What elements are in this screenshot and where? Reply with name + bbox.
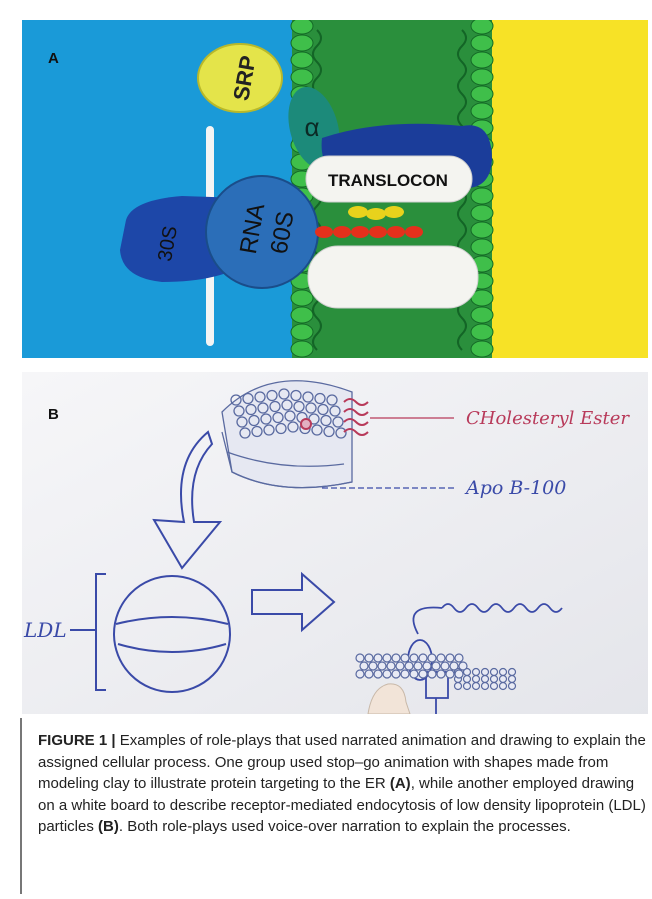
membrane-head bbox=[378, 662, 386, 670]
lipid-head bbox=[471, 307, 493, 323]
membrane-head bbox=[356, 670, 364, 678]
membrane-head bbox=[383, 670, 391, 678]
membrane-head bbox=[441, 662, 449, 670]
membrane-head bbox=[387, 662, 395, 670]
lipid-head bbox=[291, 20, 313, 34]
membrane-head bbox=[396, 662, 404, 670]
cholesteryl-label: CHolesteryl Ester bbox=[466, 408, 630, 429]
membrane-head bbox=[455, 683, 462, 690]
ribosome-clay: RNA 60S bbox=[206, 176, 318, 288]
lipid-head bbox=[471, 86, 493, 102]
alpha-label: α bbox=[304, 112, 319, 142]
lipid-head bbox=[471, 103, 493, 119]
membrane-head bbox=[464, 683, 471, 690]
lipid-head bbox=[471, 188, 493, 204]
membrane-head bbox=[419, 670, 427, 678]
membrane-head bbox=[509, 683, 516, 690]
membrane-head bbox=[414, 662, 422, 670]
membrane-head bbox=[446, 670, 454, 678]
membrane-head bbox=[500, 676, 507, 683]
membrane-head bbox=[432, 662, 440, 670]
ldl-particle-section bbox=[222, 381, 352, 488]
clay-animation-photo: SRP α 30S RNA 60S TRANSLOCON bbox=[22, 20, 648, 358]
membrane-head bbox=[437, 670, 445, 678]
lipid-head bbox=[471, 69, 493, 85]
lipid-head bbox=[291, 341, 313, 357]
lipid-head bbox=[291, 35, 313, 51]
membrane-head bbox=[509, 676, 516, 683]
panel-a-letter: A bbox=[48, 50, 59, 67]
membrane-head bbox=[450, 662, 458, 670]
figure-label: FIGURE 1 | bbox=[38, 732, 116, 749]
panel-b-ref: (B) bbox=[98, 818, 119, 835]
lipid-head bbox=[471, 35, 493, 51]
lipid-head bbox=[471, 324, 493, 340]
membrane-head bbox=[473, 669, 480, 676]
panel-b-letter: B bbox=[48, 406, 59, 423]
lipid-head bbox=[471, 239, 493, 255]
membrane-head bbox=[383, 654, 391, 662]
membrane-head bbox=[360, 662, 368, 670]
membrane-head bbox=[369, 662, 377, 670]
ldl-label: LDL bbox=[23, 618, 67, 642]
membrane-head bbox=[392, 654, 400, 662]
lipid-head bbox=[291, 52, 313, 68]
membrane-head bbox=[482, 669, 489, 676]
whiteboard-drawing-photo: CHolesteryl Ester Apo B-100 LDL bbox=[22, 372, 648, 714]
membrane-head bbox=[405, 662, 413, 670]
membrane-head bbox=[482, 683, 489, 690]
membrane-head bbox=[365, 654, 373, 662]
lipid-head bbox=[291, 69, 313, 85]
panel-a-ref: (A) bbox=[390, 775, 411, 792]
membrane-head bbox=[459, 662, 467, 670]
membrane-head bbox=[419, 654, 427, 662]
figure-caption-box: FIGURE 1 | Examples of role-plays that u… bbox=[20, 718, 650, 894]
membrane-head bbox=[374, 654, 382, 662]
membrane-head bbox=[410, 654, 418, 662]
membrane-head bbox=[482, 676, 489, 683]
membrane-head bbox=[509, 669, 516, 676]
membrane-head bbox=[437, 654, 445, 662]
membrane-head bbox=[491, 683, 498, 690]
lipid-head bbox=[291, 290, 313, 306]
lipid-head bbox=[291, 324, 313, 340]
figure-panel-a: SRP α 30S RNA 60S TRANSLOCON bbox=[22, 20, 648, 358]
lipid-head bbox=[471, 205, 493, 221]
srp-clay: SRP bbox=[198, 44, 282, 112]
membrane-head bbox=[410, 670, 418, 678]
membrane-head bbox=[500, 669, 507, 676]
figure-panel-b: CHolesteryl Ester Apo B-100 LDL B bbox=[22, 372, 648, 714]
membrane-head bbox=[500, 683, 507, 690]
apo-label: Apo B-100 bbox=[464, 477, 566, 499]
caption-text-3: . Both role-plays used voice-over narrat… bbox=[119, 818, 571, 835]
membrane-head bbox=[455, 670, 463, 678]
membrane-head bbox=[374, 670, 382, 678]
translocon-label: TRANSLOCON bbox=[328, 171, 448, 190]
figure-caption: FIGURE 1 | Examples of role-plays that u… bbox=[38, 730, 648, 838]
membrane-head bbox=[473, 676, 480, 683]
membrane-head bbox=[464, 676, 471, 683]
membrane-head bbox=[446, 654, 454, 662]
membrane-head bbox=[356, 654, 364, 662]
translocon-lower-clay bbox=[308, 246, 478, 308]
lipid-head bbox=[471, 341, 493, 357]
membrane-head bbox=[491, 669, 498, 676]
lipid-head bbox=[471, 52, 493, 68]
lipid-head bbox=[471, 20, 493, 34]
membrane-head bbox=[491, 676, 498, 683]
membrane-head bbox=[455, 654, 463, 662]
membrane-head bbox=[392, 670, 400, 678]
membrane-head bbox=[473, 683, 480, 690]
membrane-head bbox=[423, 662, 431, 670]
membrane-head bbox=[401, 670, 409, 678]
membrane-head bbox=[365, 670, 373, 678]
membrane-head bbox=[428, 654, 436, 662]
translocon-clay: TRANSLOCON bbox=[306, 156, 472, 202]
membrane-head bbox=[401, 654, 409, 662]
lipid-head bbox=[471, 222, 493, 238]
membrane-head bbox=[428, 670, 436, 678]
lipid-head bbox=[291, 307, 313, 323]
